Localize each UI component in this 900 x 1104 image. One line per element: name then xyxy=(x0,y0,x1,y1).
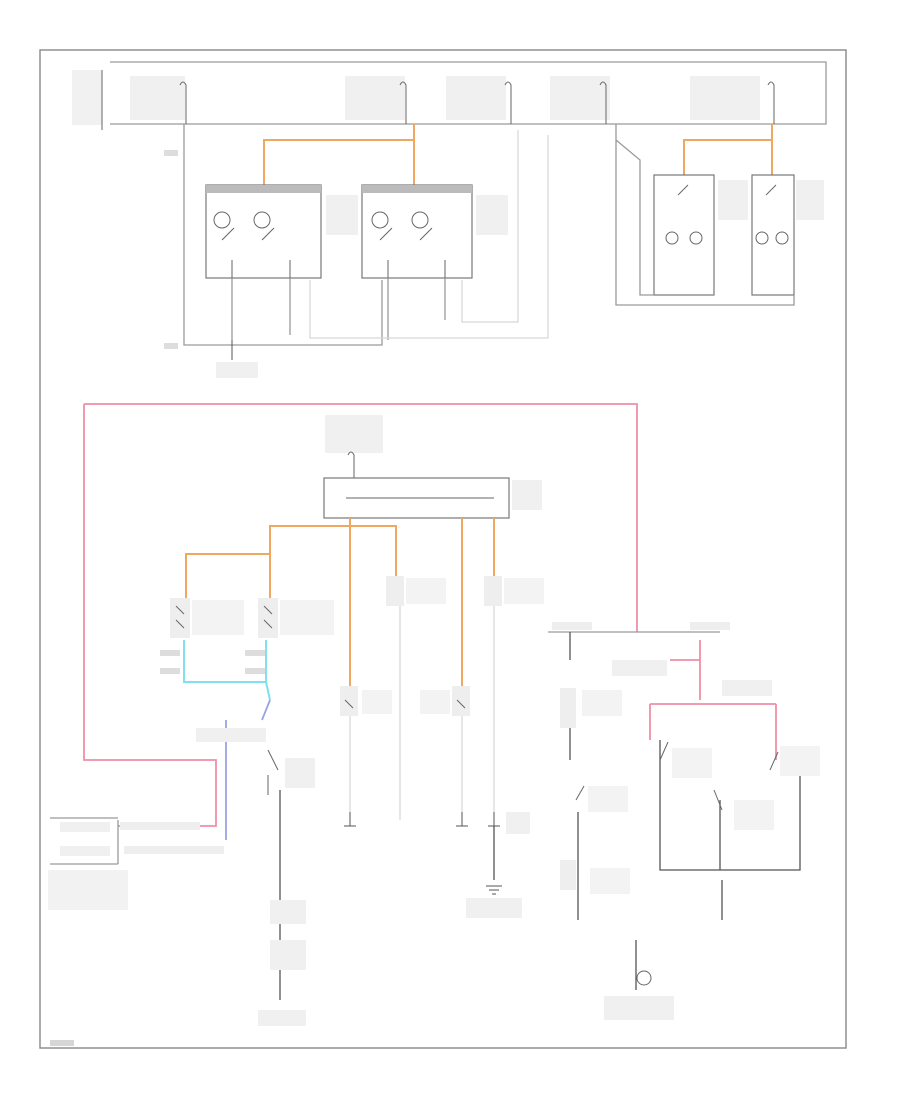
wire-label-c xyxy=(160,650,180,656)
wire-label-b xyxy=(164,343,178,349)
lamp-reading-center xyxy=(340,686,392,716)
top-label-block-1 xyxy=(72,70,103,130)
orange-branch-right xyxy=(461,518,495,690)
lamp-group-driver xyxy=(170,598,244,638)
ground-top xyxy=(216,340,258,378)
wire-light-verticals xyxy=(349,606,495,820)
top-section xyxy=(72,61,827,378)
lamp-assembly-center xyxy=(361,184,508,279)
orange-feed-top xyxy=(263,124,415,185)
lamp-reading-right xyxy=(420,686,470,716)
ground-center-2 xyxy=(456,812,468,827)
right-lower-devices xyxy=(560,785,630,920)
fuse-5 xyxy=(767,81,775,124)
ground-center-3 xyxy=(488,812,500,827)
right-control-module xyxy=(548,622,777,760)
bottom-section xyxy=(48,403,820,1026)
fuse-label-3 xyxy=(446,76,506,120)
fuse-label-1 xyxy=(130,76,185,120)
orange-feed-right xyxy=(683,124,773,175)
ground-center-1 xyxy=(344,812,356,827)
fuse-label-5 xyxy=(690,76,760,120)
lamp-upper-b xyxy=(484,576,544,606)
orange-branch-main xyxy=(185,518,397,600)
label-center-right xyxy=(506,812,530,834)
blue-wire xyxy=(225,699,271,840)
wire-label-f xyxy=(245,668,265,674)
door-switch-left xyxy=(196,728,315,795)
fuse-3 xyxy=(504,81,512,124)
right-switches xyxy=(659,741,820,830)
wire-right-module xyxy=(569,632,801,920)
footer-tag xyxy=(50,1040,74,1046)
fuse-label-2 xyxy=(345,76,405,120)
splice-left xyxy=(270,940,306,970)
right-bottom-ground xyxy=(604,940,674,1020)
wire-right-loop xyxy=(615,124,795,306)
fuse-center xyxy=(347,451,355,478)
wire-light-loop xyxy=(309,130,549,339)
wire-left-ground xyxy=(183,124,383,346)
wire-label-a xyxy=(164,150,178,156)
wire-label-d xyxy=(160,668,180,674)
lamp-assembly-right-2 xyxy=(751,174,824,296)
body-control-module xyxy=(48,817,224,910)
cyan-wire xyxy=(183,640,271,701)
junction-block xyxy=(323,477,542,519)
fuse-label-center xyxy=(325,415,383,453)
relay-left-box xyxy=(270,900,306,924)
lamp-group-passenger xyxy=(258,598,334,638)
lamp-upper-a xyxy=(386,576,446,606)
fuse-4 xyxy=(599,81,607,124)
diagram-border xyxy=(39,49,847,1049)
pink-loop-wire xyxy=(83,403,638,827)
lamp-assembly-right-1 xyxy=(653,174,748,296)
ground-label-left xyxy=(258,1010,306,1026)
fuse-2 xyxy=(399,81,407,124)
lamp-assembly-left xyxy=(205,184,358,279)
wire-label-e xyxy=(245,650,265,656)
ground-center-main xyxy=(466,826,522,918)
fuse-label-4 xyxy=(550,76,610,120)
fuse-1 xyxy=(179,81,187,124)
top-bus-wire xyxy=(110,61,827,125)
wire-assembly-drops xyxy=(231,278,446,340)
